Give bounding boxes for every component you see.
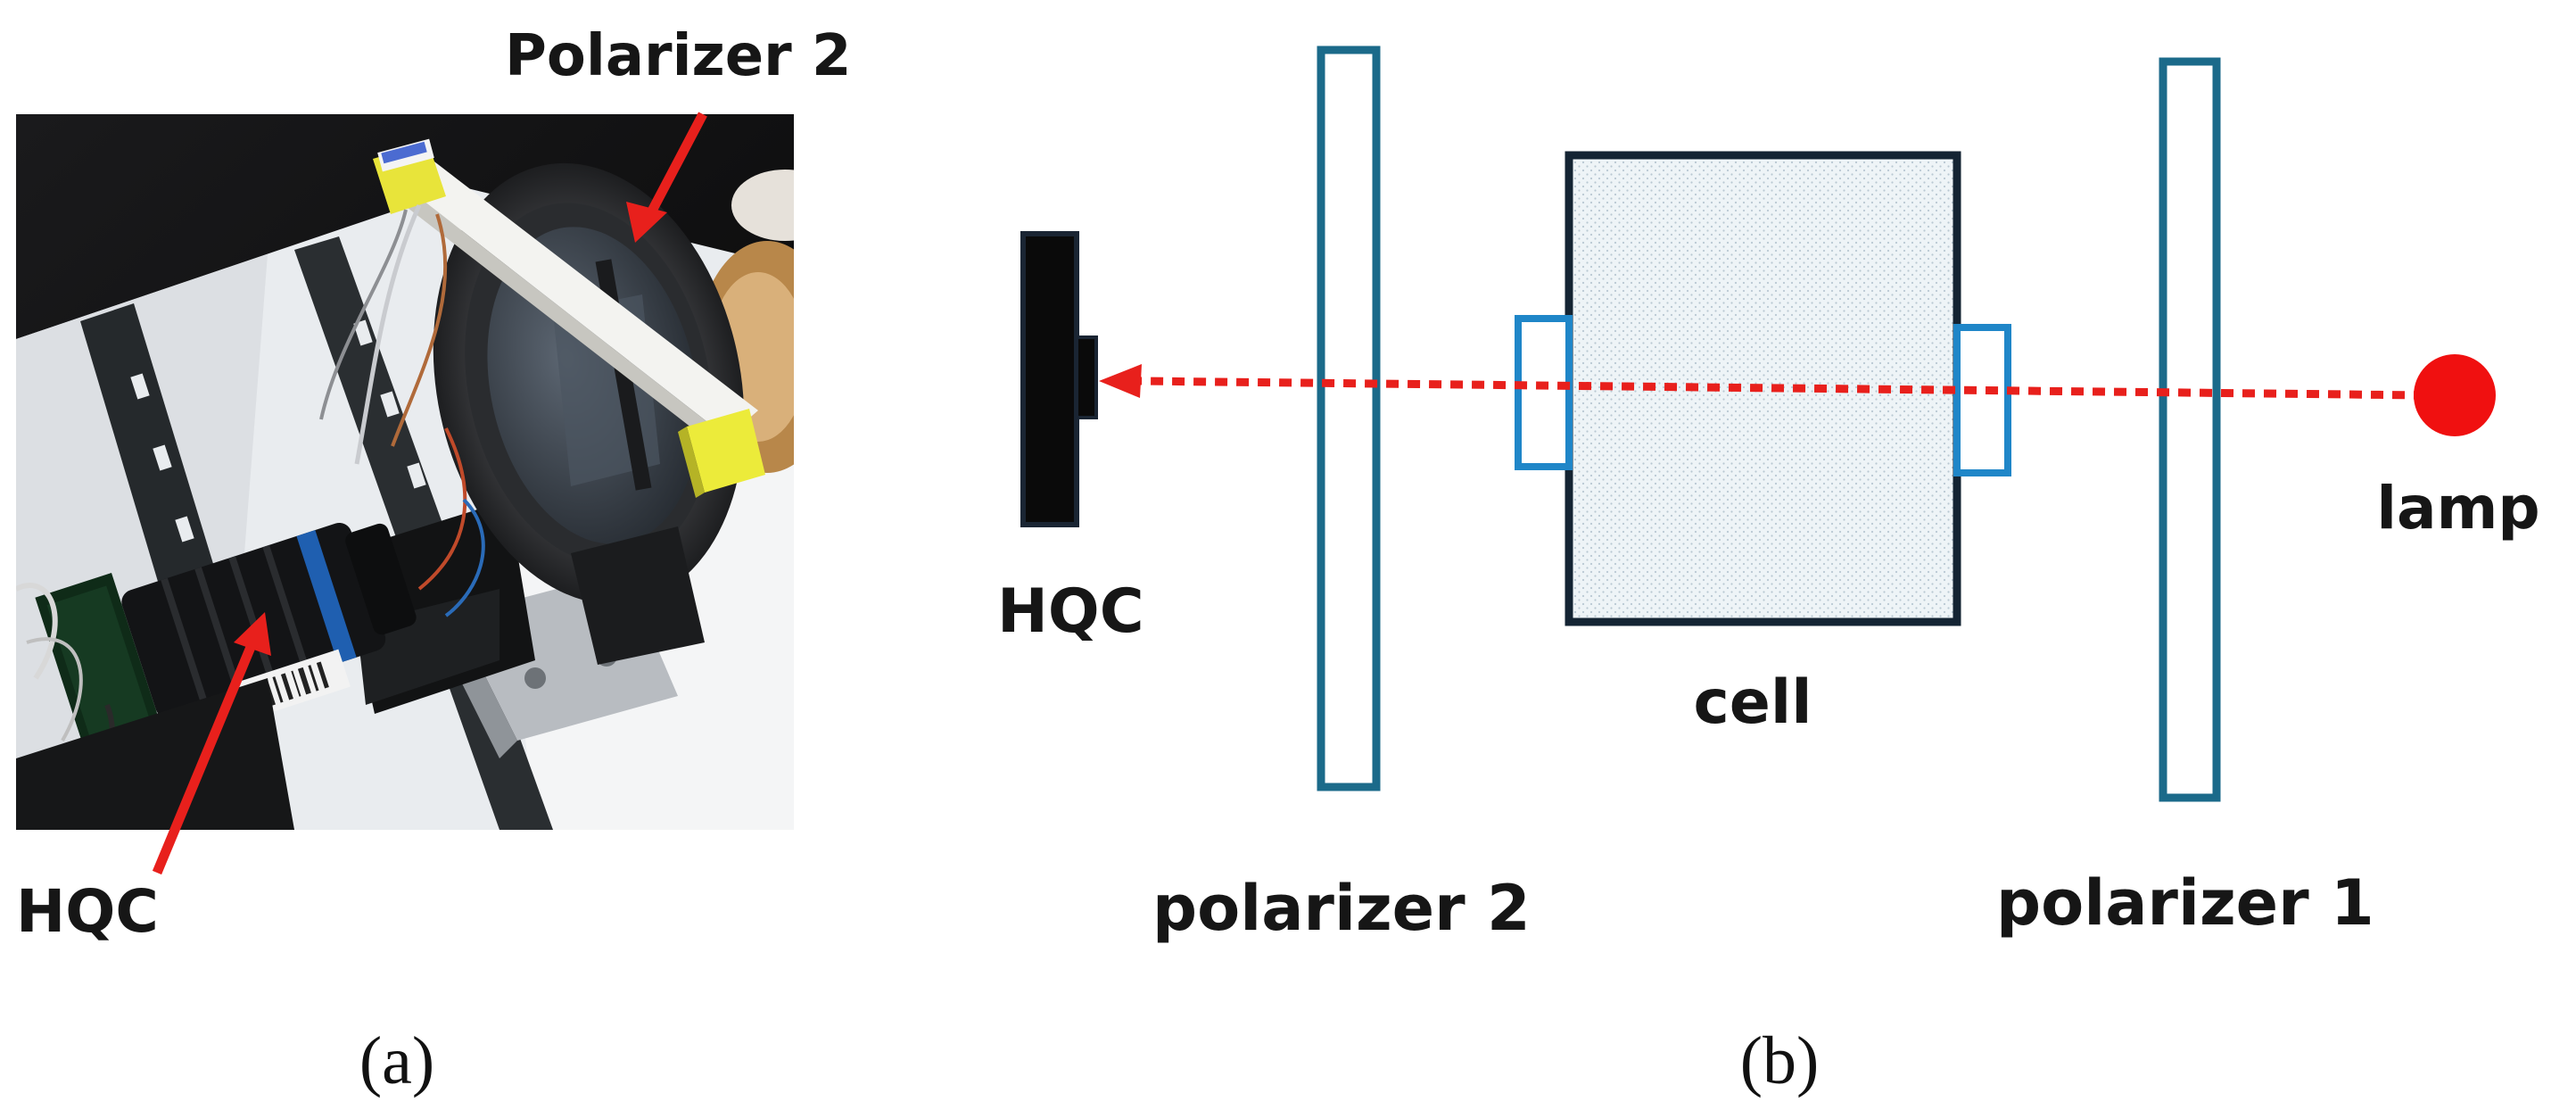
cell-window-left	[1515, 315, 1573, 470]
hqc-label: HQC	[997, 576, 1144, 647]
light-beam	[1099, 364, 2427, 400]
polarizer-1-label: polarizer 1	[1996, 866, 2374, 940]
camera-block	[1020, 231, 1098, 527]
caption-b: (b)	[1740, 1023, 1820, 1098]
lamp-source	[2414, 354, 2496, 436]
lamp-label: lamp	[2376, 474, 2539, 543]
panel-b: HQC polarizer 2 cell polarizer 1 lamp (b…	[997, 46, 2540, 1098]
polarizer-2-plate	[1317, 46, 1381, 791]
hqc-photo-label: HQC	[16, 877, 159, 946]
polarizer-2-label: polarizer 2	[1152, 872, 1531, 945]
cell-label: cell	[1693, 667, 1812, 738]
polarizer-1-plate	[2159, 57, 2221, 802]
camera-arrow	[152, 612, 271, 875]
cell-window-right	[1953, 324, 2011, 476]
panel-a: Polarizer 2 HQC (a)	[16, 23, 852, 1098]
caption-a: (a)	[359, 1023, 434, 1098]
polarizer-arrow	[626, 112, 707, 243]
polarizer-2-photo-label: Polarizer 2	[505, 23, 852, 89]
setup-photo	[16, 114, 794, 830]
